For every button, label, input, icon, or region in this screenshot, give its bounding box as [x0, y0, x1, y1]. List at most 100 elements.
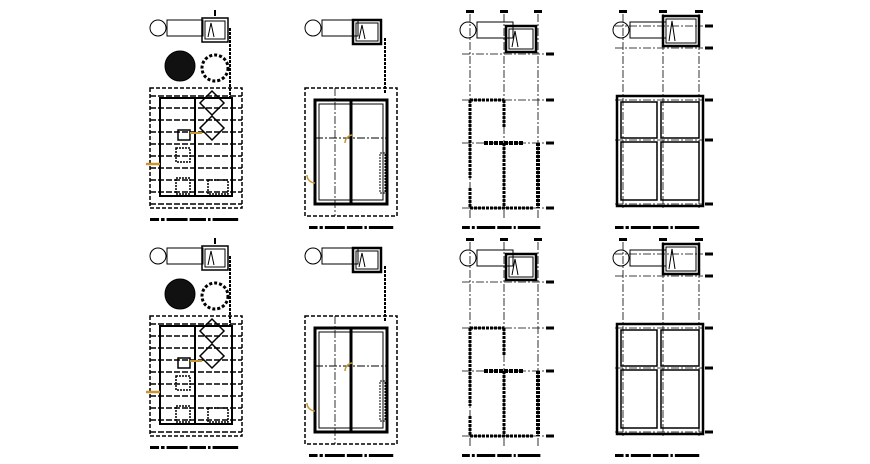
north-symbol	[304, 247, 322, 265]
tree-icon	[164, 278, 196, 310]
toilet-icon	[668, 248, 676, 270]
toilet-icon	[358, 24, 366, 40]
foundation-slab-plan-row2	[612, 238, 713, 457]
bathroom-inner	[665, 18, 697, 44]
stair-block	[175, 375, 191, 391]
slab-panel	[660, 329, 700, 367]
title-block-segment	[166, 446, 188, 449]
axis-tag	[534, 10, 542, 13]
axis-tag	[659, 238, 667, 241]
slab-panel	[660, 101, 700, 139]
axis-tag	[619, 238, 627, 241]
bathroom-block	[661, 242, 701, 276]
title-block-segment	[471, 454, 475, 457]
toilet-icon	[668, 20, 676, 42]
label-box	[321, 19, 359, 37]
title-block-segment	[189, 218, 206, 221]
axis-tag	[546, 326, 554, 330]
tree-icon	[164, 50, 196, 82]
slab-panel	[620, 329, 658, 367]
axis-tag	[546, 206, 554, 210]
title-block-segment	[462, 454, 470, 457]
stair-block	[175, 147, 191, 163]
axis-tag	[705, 430, 713, 434]
door-swing	[344, 134, 354, 144]
column-grid-plan-row1	[459, 10, 554, 229]
toilet-icon	[207, 22, 215, 38]
bathroom-block	[201, 17, 229, 43]
bathroom-inner	[204, 20, 226, 40]
bathroom-inner	[355, 22, 379, 42]
slab-panel	[620, 141, 658, 201]
axis-tag	[500, 238, 508, 241]
title-block-segment	[324, 226, 345, 229]
title-block-segment	[309, 454, 318, 457]
title-block-segment	[150, 446, 160, 449]
paving-pattern	[198, 317, 226, 370]
paving-pattern	[198, 89, 226, 142]
title-block-segment	[319, 226, 323, 229]
bathroom-block	[504, 24, 538, 54]
axis-tag	[695, 238, 703, 241]
title-block-segment	[364, 454, 367, 457]
title-block-segment	[346, 454, 363, 457]
slab-outline	[615, 322, 705, 436]
north-symbol	[149, 247, 167, 265]
title-block-segment	[517, 454, 541, 457]
title-block-segment	[161, 446, 165, 449]
title-block-segment	[674, 454, 700, 457]
window-block	[379, 152, 386, 194]
title-block-segment	[212, 446, 239, 449]
tree-icon	[200, 281, 230, 311]
slab-panel	[660, 369, 700, 429]
axis-tag	[546, 141, 554, 145]
title-block-segment	[166, 218, 188, 221]
title-block-segment	[513, 454, 516, 457]
bathroom-block	[504, 252, 538, 282]
toilet-icon	[511, 30, 519, 48]
axis-tag	[705, 326, 713, 330]
bathroom-inner	[508, 28, 534, 50]
axis-tag	[705, 138, 713, 142]
architectural-plan-row2	[146, 238, 243, 449]
architectural-plan-row1	[146, 10, 243, 221]
bathroom-block	[661, 14, 701, 48]
axis-tag	[705, 24, 713, 28]
title-block-segment	[364, 226, 367, 229]
axis-tag	[659, 10, 667, 13]
title-block-segment	[513, 226, 516, 229]
title-block-segment	[309, 226, 318, 229]
foundation-slab-plan-row1	[612, 10, 713, 229]
tree-icon	[200, 53, 230, 83]
toilet-icon	[207, 250, 215, 266]
title-block-segment	[615, 454, 624, 457]
kitchen-block	[175, 405, 191, 423]
axis-tag	[705, 98, 713, 102]
axis-tag	[466, 238, 474, 241]
north-symbol	[304, 19, 322, 37]
title-block-segment	[517, 226, 541, 229]
title-block-segment	[476, 454, 496, 457]
title-block-segment	[368, 226, 394, 229]
label-box	[166, 19, 204, 37]
title-block-segment	[346, 226, 363, 229]
axis-tag	[546, 52, 554, 56]
outer-boundary	[149, 87, 243, 209]
furniture-block	[207, 179, 229, 195]
title-block-segment	[368, 454, 394, 457]
slab-panel	[620, 101, 658, 139]
title-block-segment	[471, 226, 475, 229]
title-block-segment	[670, 454, 673, 457]
title-block-segment	[615, 226, 624, 229]
window-block	[379, 380, 386, 422]
title-block-segment	[625, 454, 629, 457]
bathroom-inner	[508, 256, 534, 278]
slab-panel	[620, 369, 658, 429]
axis-tag	[546, 280, 554, 284]
label-box	[629, 21, 667, 39]
kitchen-block	[175, 177, 191, 195]
axis-tag	[546, 434, 554, 438]
axis-tag	[534, 238, 542, 241]
axis-tag	[705, 274, 713, 278]
